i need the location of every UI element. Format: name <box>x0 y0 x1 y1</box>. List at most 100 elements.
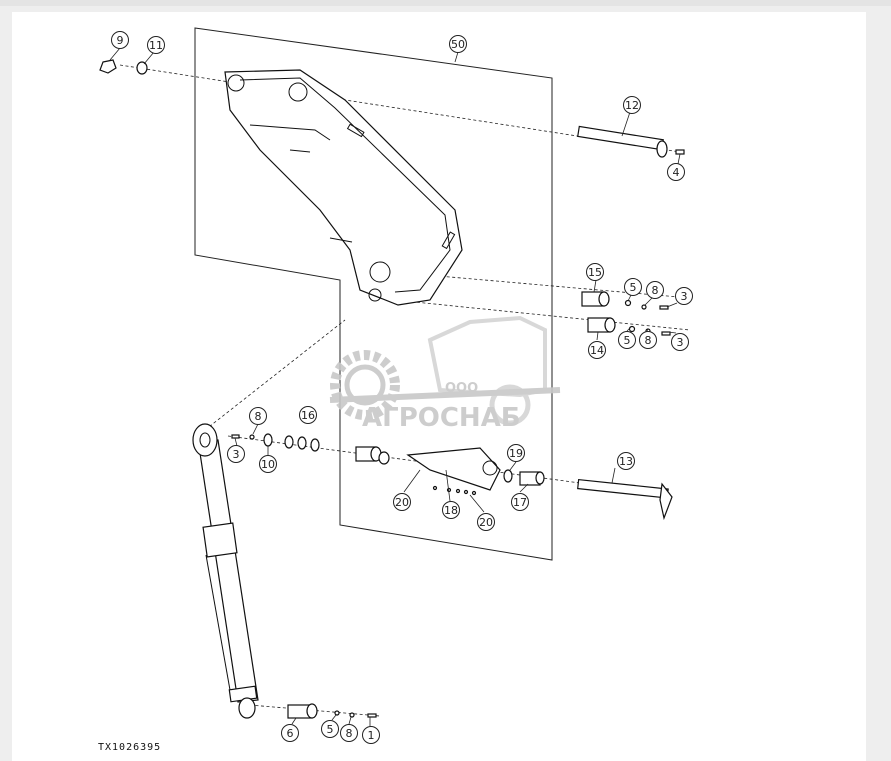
callout-number: 50 <box>451 38 465 51</box>
callout-number: 9 <box>117 34 124 47</box>
callout-number: 16 <box>301 409 315 422</box>
bushing-17 <box>519 471 545 486</box>
callout-20: 20 <box>477 513 495 531</box>
callout-8: 8 <box>249 407 267 425</box>
callout-circle <box>639 331 657 349</box>
callout-number: 20 <box>479 516 493 529</box>
callout-circle <box>646 281 664 299</box>
callout-8: 8 <box>340 724 358 742</box>
callout-number: 10 <box>261 458 275 471</box>
callout-1: 1 <box>362 726 380 744</box>
callout-5: 5 <box>321 720 339 738</box>
callout-15: 15 <box>586 263 604 281</box>
callout-circle <box>623 96 641 114</box>
boom-arm <box>224 69 463 306</box>
callout-10: 10 <box>259 455 277 473</box>
callout-number: 19 <box>509 447 523 460</box>
callout-circle <box>393 493 411 511</box>
callout-number: 14 <box>590 344 604 357</box>
callout-number: 5 <box>624 334 631 347</box>
callout-3: 3 <box>227 445 245 463</box>
callout-18: 18 <box>442 501 460 519</box>
callout-3: 3 <box>675 287 693 305</box>
hardware-items <box>99 59 685 718</box>
callout-5: 5 <box>618 331 636 349</box>
callout-circle <box>618 331 636 349</box>
pin-13 <box>577 478 673 521</box>
callout-20: 20 <box>393 493 411 511</box>
callout-11: 11 <box>147 36 165 54</box>
callout-number: 8 <box>652 284 659 297</box>
hydraulic-cylinder <box>192 423 259 719</box>
callout-number: 1 <box>368 729 375 742</box>
callout-circle <box>299 406 317 424</box>
bushing-15 <box>581 291 610 307</box>
callout-circle <box>147 36 165 54</box>
callout-50: 50 <box>449 35 467 53</box>
bushing-14 <box>587 317 616 333</box>
callout-circle <box>259 455 277 473</box>
callout-circle <box>281 724 299 742</box>
callout-circle <box>624 278 642 296</box>
callout-circle <box>321 720 339 738</box>
callout-circle <box>449 35 467 53</box>
callout-8: 8 <box>646 281 664 299</box>
callout-number: 3 <box>677 336 684 349</box>
callout-number: 3 <box>233 448 240 461</box>
axis-line-diagonal <box>204 319 346 431</box>
callout-17: 17 <box>511 493 529 511</box>
gear-logo-icon <box>330 350 400 420</box>
callout-5: 5 <box>624 278 642 296</box>
callout-number: 8 <box>255 410 262 423</box>
callout-circle <box>675 287 693 305</box>
callout-8: 8 <box>639 331 657 349</box>
pin-6 <box>287 703 318 719</box>
boom-lower-bracket <box>406 447 501 491</box>
callout-13: 13 <box>617 452 635 470</box>
callout-circle <box>249 407 267 425</box>
callout-circle <box>617 452 635 470</box>
top-strip <box>0 0 891 6</box>
callout-number: 8 <box>645 334 652 347</box>
callout-4: 4 <box>667 163 685 181</box>
figure-code: TX1026395 <box>98 742 161 753</box>
callout-circle <box>507 444 525 462</box>
callout-12: 12 <box>623 96 641 114</box>
callout-14: 14 <box>588 341 606 359</box>
callout-number: 6 <box>287 727 294 740</box>
callout-number: 3 <box>681 290 688 303</box>
callout-number: 12 <box>625 99 639 112</box>
callout-number: 11 <box>149 39 163 52</box>
axis-line-mid1 <box>369 269 691 299</box>
callout-19: 19 <box>507 444 525 462</box>
axis-line-top <box>119 64 681 153</box>
bushing-mid <box>355 446 390 465</box>
callout-number: 13 <box>619 455 633 468</box>
callout-number: 15 <box>588 266 602 279</box>
watermark-prefix: ООО <box>445 381 478 396</box>
callout-circle <box>477 513 495 531</box>
callout-3: 3 <box>671 333 689 351</box>
callout-circle <box>227 445 245 463</box>
callout-circle <box>442 501 460 519</box>
callout-circle <box>586 263 604 281</box>
callout-16: 16 <box>299 406 317 424</box>
callout-circle <box>340 724 358 742</box>
callout-number: 17 <box>513 496 527 509</box>
callout-9: 9 <box>111 31 129 49</box>
pin-12 <box>577 125 668 158</box>
callout-circle <box>362 726 380 744</box>
watermark: ООО АГРОСНАБ <box>329 315 561 433</box>
callout-circle <box>511 493 529 511</box>
callout-circle <box>588 341 606 359</box>
watermark-brand: АГРОСНАБ <box>362 403 521 433</box>
callout-number: 5 <box>630 281 637 294</box>
callout-circle <box>667 163 685 181</box>
callout-number: 18 <box>444 504 458 517</box>
callout-6: 6 <box>281 724 299 742</box>
callout-number: 5 <box>327 723 334 736</box>
callout-circle <box>671 333 689 351</box>
callout-number: 8 <box>346 727 353 740</box>
